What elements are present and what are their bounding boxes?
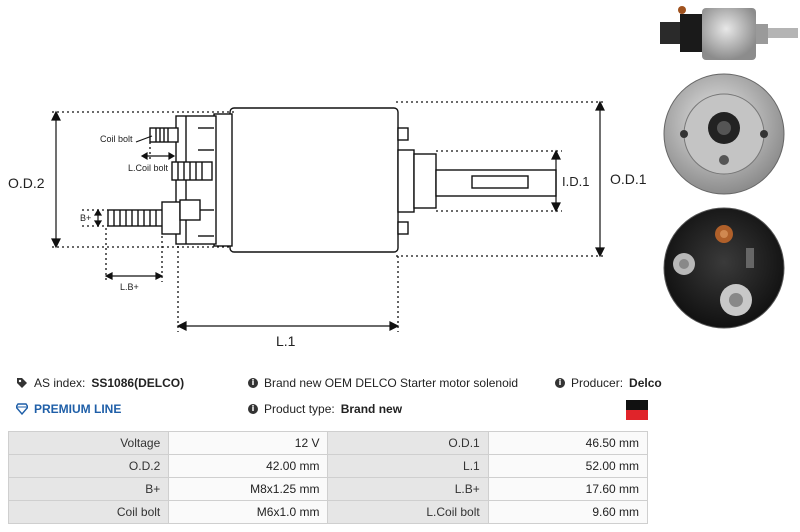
table-row: B+ M8x1.25 mm L.B+ 17.60 mm [7, 477, 649, 501]
product-type-label: Product type: [264, 402, 335, 416]
label-l1: L.1 [276, 333, 296, 349]
spec-value: 12 V [168, 431, 329, 455]
product-type-row: i Product type: Brand new [248, 402, 402, 416]
spec-label: L.Coil bolt [327, 500, 489, 524]
table-row: O.D.2 42.00 mm L.1 52.00 mm [7, 454, 649, 478]
info-icon: i [248, 378, 258, 388]
diamond-icon [16, 403, 28, 415]
spec-value: 9.60 mm [487, 500, 649, 524]
specs-table: Voltage 12 V O.D.1 46.50 mm O.D.2 42.00 … [7, 431, 649, 524]
premium-row: PREMIUM LINE [16, 402, 121, 416]
product-type-value: Brand new [340, 402, 403, 416]
label-od2: O.D.2 [8, 175, 45, 191]
as-index-label: AS index: [34, 376, 86, 390]
spec-value: M6x1.0 mm [168, 500, 329, 524]
solenoid-rear-photo [663, 207, 785, 329]
as-index-row: AS index: SS1086(DELCO) [16, 376, 184, 390]
tag-icon [16, 377, 28, 389]
description-row: i Brand new OEM DELCO Starter motor sole… [248, 376, 518, 390]
table-row: Voltage 12 V O.D.1 46.50 mm [7, 431, 649, 455]
info-icon: i [555, 378, 565, 388]
spec-label: B+ [7, 477, 170, 501]
label-id1: I.D.1 [562, 174, 589, 189]
solenoid-front-photo [663, 73, 785, 195]
spec-label: O.D.2 [7, 454, 170, 478]
label-l-coil-bolt: L.Coil bolt [128, 163, 169, 173]
technical-drawing: O.D.2 O.D.1 I.D.1 L.1 Coil bolt L.Coil b… [8, 100, 647, 349]
solenoid-side-photo [660, 6, 798, 60]
spec-label: Voltage [7, 431, 170, 455]
spec-label: Coil bolt [7, 500, 170, 524]
premium-line-label: PREMIUM LINE [34, 402, 122, 416]
label-coil-bolt: Coil bolt [100, 134, 133, 144]
spec-value: 42.00 mm [168, 454, 329, 478]
producer-value: Delco [629, 376, 662, 390]
flag-icon [626, 400, 648, 420]
info-icon: i [248, 404, 258, 414]
table-row: Coil bolt M6x1.0 mm L.Coil bolt 9.60 mm [7, 500, 649, 524]
spec-label: L.1 [327, 454, 489, 478]
label-lb-plus: L.B+ [120, 282, 139, 292]
spec-value: M8x1.25 mm [168, 477, 329, 501]
label-od1: O.D.1 [610, 171, 647, 187]
label-b-plus: B+ [80, 213, 91, 223]
product-photos [660, 6, 798, 329]
spec-label: O.D.1 [327, 431, 489, 455]
as-index-value: SS1086(DELCO) [91, 376, 185, 390]
spec-value: 17.60 mm [487, 477, 649, 501]
producer-label: Producer: [571, 376, 624, 390]
product-description: Brand new OEM DELCO Starter motor soleno… [264, 376, 519, 390]
spec-value: 46.50 mm [487, 431, 649, 455]
producer-row: i Producer: Delco [555, 376, 662, 390]
spec-value: 52.00 mm [487, 454, 649, 478]
spec-label: L.B+ [327, 477, 489, 501]
